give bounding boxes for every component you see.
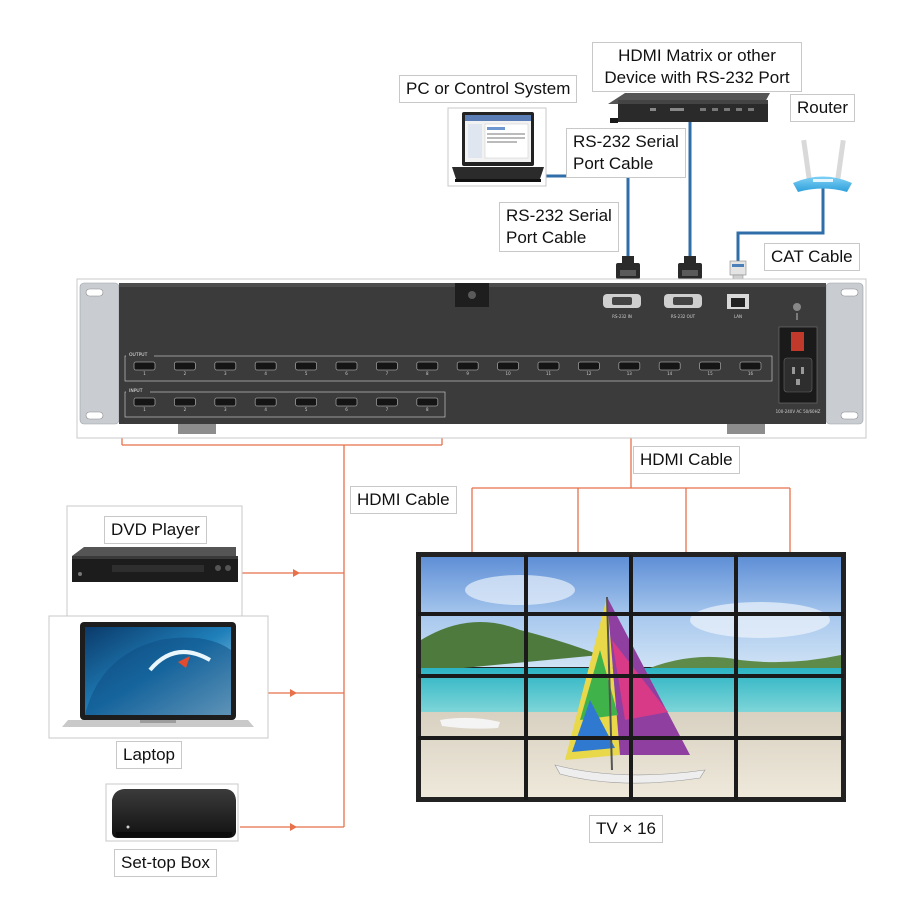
hdmi-cable-label-input: HDMI Cable [350, 486, 457, 514]
hdmi-input-port-2 [173, 397, 196, 407]
hdmi-output-port-number: 14 [667, 371, 673, 376]
hdmi-output-port-number: 4 [264, 371, 267, 376]
hdmi-output-port-13 [618, 361, 641, 371]
hdmi-output-port-12 [578, 361, 600, 371]
tv-video-wall-image [416, 552, 846, 802]
rs232-cable-label-top: RS-232 Serial Port Cable [566, 128, 686, 178]
hdmi-input-port-number: 1 [143, 407, 146, 412]
hdmi-output-port-number: 12 [586, 371, 592, 376]
hdmi-output-port-number: 9 [466, 371, 469, 376]
hdmi-output-port-number: 3 [224, 371, 227, 376]
hdmi-output-port-14 [658, 361, 681, 371]
hdmi-output-port-9 [456, 361, 479, 371]
lan-port-label: LAN [734, 314, 742, 319]
hdmi-output-port-number: 10 [506, 371, 512, 376]
hdmi-input-port-7 [375, 397, 398, 407]
matrix-label: HDMI Matrix or other Device with RS-232 … [592, 42, 802, 92]
set-top-box-label: Set-top Box [114, 849, 217, 877]
matrix-label-line2: Device with RS-232 Port [604, 68, 790, 87]
hdmi-input-port-4 [254, 397, 277, 407]
hdmi-output-port-15 [699, 361, 721, 371]
hdmi-output-port-7 [375, 361, 398, 371]
tv-wall-label: TV × 16 [589, 815, 664, 843]
power-label: 100-240V AC 50/60HZ [776, 409, 821, 414]
hdmi-output-port-number: 5 [305, 371, 308, 376]
matrix-label-line1: HDMI Matrix or other [618, 46, 776, 65]
input-group-label: INPUT [129, 388, 143, 394]
hdmi-input-port-number: 4 [264, 407, 267, 412]
router-image [793, 139, 852, 192]
laptop-label: Laptop [116, 741, 182, 769]
hdmi-input-port-1 [133, 397, 156, 407]
hdmi-output-port-number: 13 [627, 371, 633, 376]
hdmi-output-port-1 [133, 361, 156, 371]
hdmi-output-port-number: 7 [386, 371, 389, 376]
hdmi-output-port-3 [214, 361, 237, 371]
pc-label: PC or Control System [399, 75, 578, 103]
hdmi-input-port-8 [416, 397, 439, 407]
pc-laptop-image [447, 107, 547, 187]
hdmi-output-port-4 [254, 361, 277, 371]
hdmi-input-port-number: 2 [184, 407, 187, 412]
hdmi-input-port-3 [214, 397, 237, 407]
hdmi-output-port-5 [295, 361, 318, 371]
hdmi-output-port-number: 15 [708, 371, 714, 376]
dvd-player-label: DVD Player [104, 516, 207, 544]
hdmi-cable-label-output: HDMI Cable [633, 446, 740, 474]
hdmi-output-port-6 [335, 361, 358, 371]
hdmi-input-port-number: 8 [426, 407, 429, 412]
cat-cable-label: CAT Cable [764, 243, 860, 271]
rs232-top-line2: Port Cable [573, 154, 654, 173]
hdmi-input-ports: 1 2 3 4 5 6 7 8 [133, 397, 439, 412]
hdmi-input-port-number: 6 [345, 407, 348, 412]
laptop-image [48, 615, 269, 739]
hdmi-output-port-number: 8 [426, 371, 429, 376]
hdmi-output-port-11 [537, 361, 560, 371]
output-group-label: OUTPUT [129, 352, 148, 358]
switcher-rear-panel-image: RS-232 IN RS-232 OUT LAN 100-240V AC 50/… [76, 278, 867, 439]
hdmi-output-port-number: 16 [748, 371, 754, 376]
router-label: Router [790, 94, 856, 122]
rs232-cable-label-left: RS-232 Serial Port Cable [499, 202, 619, 252]
hdmi-output-port-number: 2 [184, 371, 187, 376]
hdmi-output-port-number: 1 [143, 371, 146, 376]
hdmi-output-port-number: 11 [546, 371, 552, 376]
hdmi-input-port-number: 3 [224, 407, 227, 412]
hdmi-input-port-5 [295, 397, 318, 407]
set-top-box-image [105, 783, 239, 842]
hdmi-output-port-number: 6 [345, 371, 348, 376]
rs232-out-port-label: RS-232 OUT [671, 314, 696, 319]
hdmi-input-port-number: 7 [386, 407, 389, 412]
rs232-in-port-label: RS-232 IN [612, 314, 632, 319]
rs232-left-line2: Port Cable [506, 228, 587, 247]
hdmi-input-port-6 [335, 397, 358, 407]
rs232-top-line1: RS-232 Serial [573, 132, 679, 151]
hdmi-output-port-2 [173, 361, 196, 371]
rs232-left-line1: RS-232 Serial [506, 206, 612, 225]
hdmi-input-port-number: 5 [305, 407, 308, 412]
dvd-player-image [66, 505, 243, 637]
hdmi-output-port-16 [739, 361, 762, 371]
hdmi-output-port-8 [416, 361, 439, 371]
hdmi-matrix-device-image [608, 93, 770, 123]
hdmi-output-port-10 [497, 361, 520, 371]
